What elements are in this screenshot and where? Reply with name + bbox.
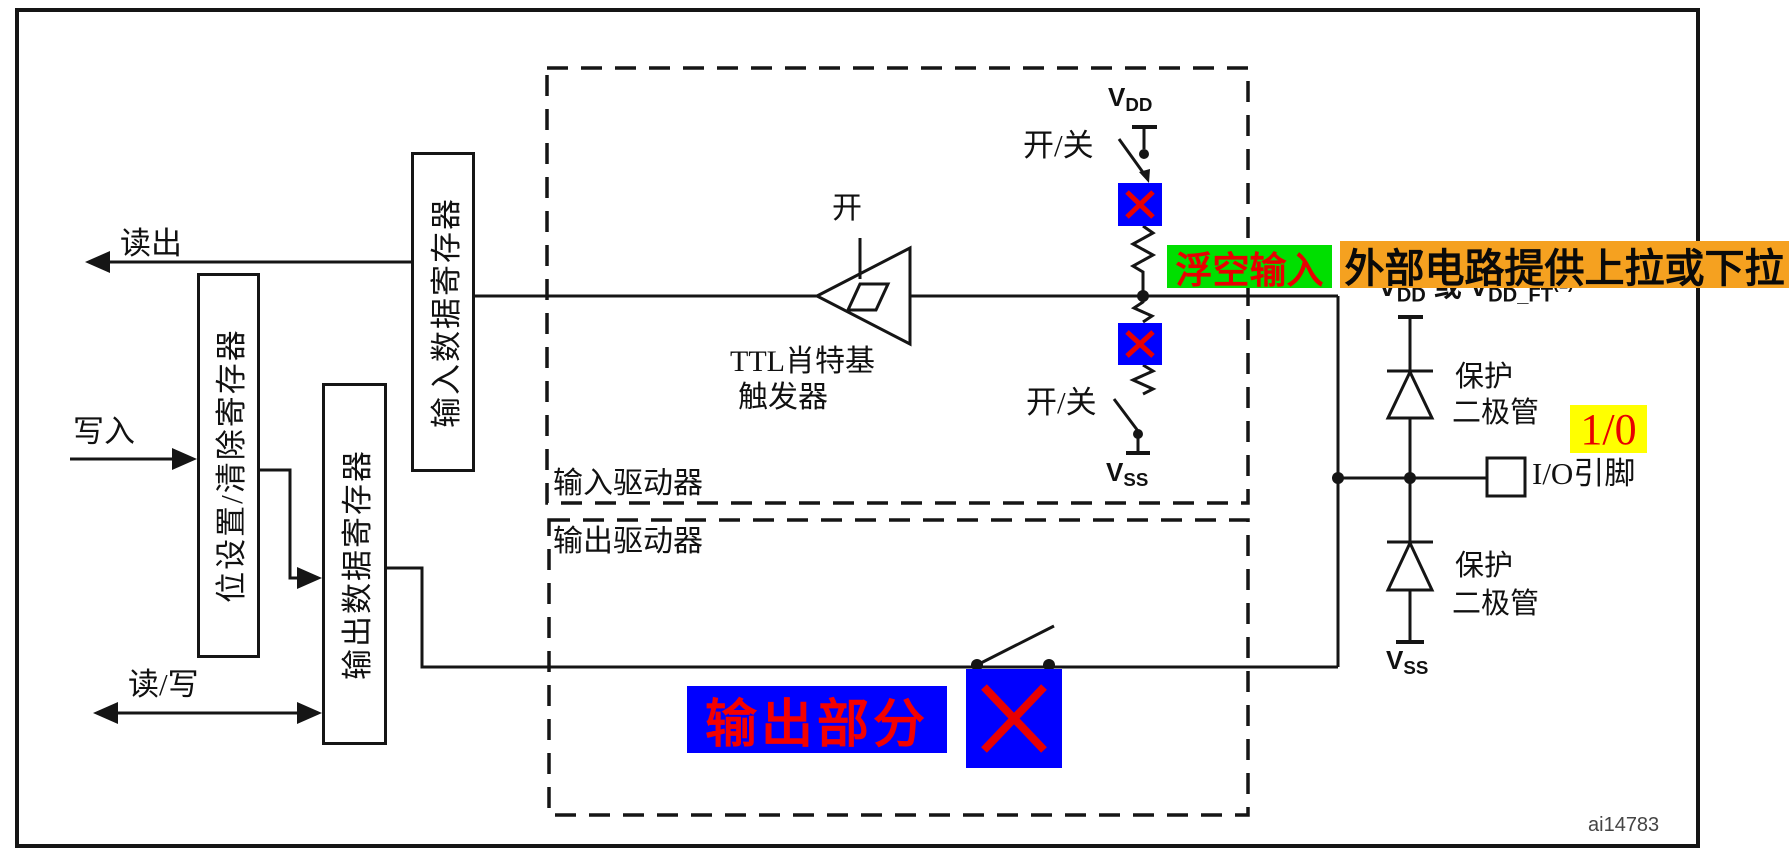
censor-box-output-driver bbox=[966, 669, 1062, 768]
vdd-rail-label: VDD bbox=[1108, 82, 1153, 116]
pulldown-resistor bbox=[1129, 363, 1157, 396]
protection-diode-bottom-label1: 保护 bbox=[1455, 550, 1514, 582]
register-input-data: 输入数据寄存器 bbox=[411, 152, 475, 472]
schmitt-label-line2: 触发器 bbox=[738, 381, 828, 414]
register-bit-set-clear: 位设置/清除寄存器 bbox=[197, 273, 260, 658]
x-mark-icon bbox=[1125, 330, 1155, 358]
protection-diode-bottom-icon bbox=[1385, 539, 1435, 592]
read-out-label: 读出 bbox=[120, 226, 182, 261]
io-pin-label: I/O引脚 bbox=[1532, 456, 1636, 491]
vss-rail-label: VSS bbox=[1106, 457, 1149, 491]
output-driver-label: 输出驱动器 bbox=[553, 525, 703, 558]
figure-watermark: ai14783 bbox=[1588, 814, 1660, 836]
external-pull-highlight: 外部电路提供上拉或下拉 bbox=[1340, 241, 1789, 291]
pulldown-switch-label: 开/关 bbox=[1026, 385, 1097, 420]
floating-input-highlight: 浮空输入 bbox=[1167, 245, 1332, 292]
read-write-label: 读/写 bbox=[128, 667, 199, 702]
protection-diode-top-icon bbox=[1385, 368, 1435, 420]
x-mark-icon bbox=[1125, 190, 1155, 219]
register-output-data-label: 输出数据寄存器 bbox=[340, 448, 375, 680]
figure-border bbox=[15, 8, 1700, 848]
output-switch-lever bbox=[976, 624, 1055, 667]
register-bit-set-clear-label: 位设置/清除寄存器 bbox=[214, 328, 249, 603]
register-output-data: 输出数据寄存器 bbox=[322, 383, 387, 745]
pullup-switch-label: 开/关 bbox=[1023, 128, 1094, 163]
censor-box-pullup bbox=[1118, 183, 1162, 226]
pullup-resistor bbox=[1129, 224, 1157, 293]
protection-diode-bottom-label2: 二极管 bbox=[1452, 588, 1540, 620]
schmitt-label-line1: TTL肖特基 bbox=[730, 345, 875, 378]
io-vss-label: VSS bbox=[1386, 645, 1429, 679]
output-section-highlight: 输出部分 bbox=[687, 686, 947, 754]
protection-diode-top-label1: 保护 bbox=[1455, 361, 1514, 393]
io-pad-icon bbox=[1485, 456, 1527, 498]
schmitt-enable-label: 开 bbox=[832, 192, 862, 225]
output-driver-box bbox=[547, 518, 1250, 817]
protection-diode-top-label2: 二极管 bbox=[1452, 397, 1540, 429]
pulldown-switch-lever bbox=[1112, 398, 1140, 432]
x-mark-icon bbox=[981, 684, 1047, 753]
schmitt-trigger-icon bbox=[813, 245, 912, 347]
censor-box-pulldown bbox=[1118, 323, 1162, 365]
register-input-data-label: 输入数据寄存器 bbox=[428, 196, 464, 428]
write-in-label: 写入 bbox=[73, 414, 135, 449]
input-driver-label: 输入驱动器 bbox=[553, 467, 703, 500]
logic-level-highlight: 1/0 bbox=[1570, 405, 1647, 454]
